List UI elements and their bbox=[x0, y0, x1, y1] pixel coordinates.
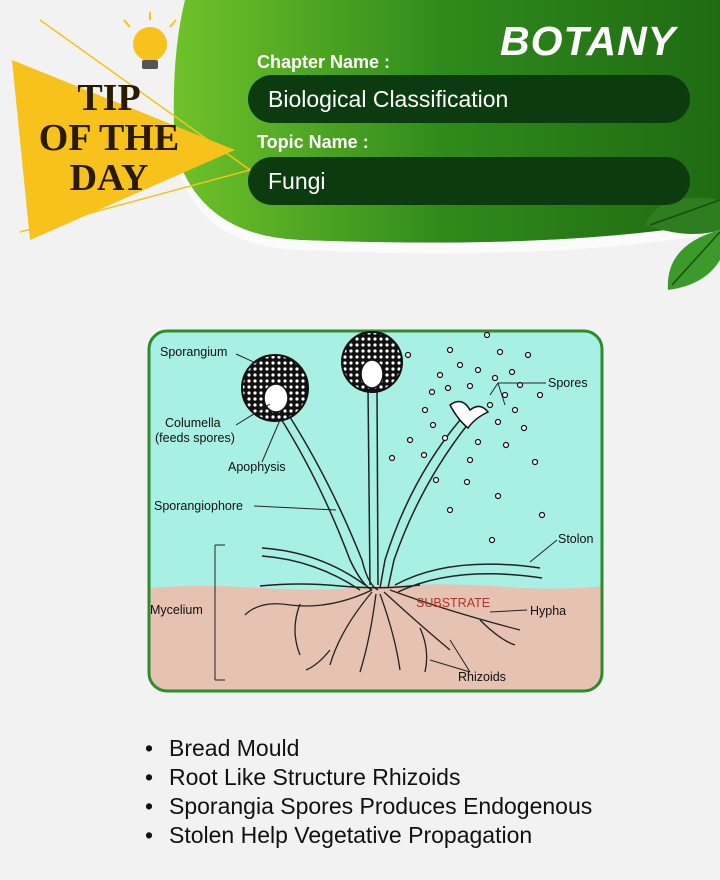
chapter-label: Chapter Name : bbox=[257, 52, 391, 72]
tip-triangle bbox=[12, 60, 235, 240]
list-item: Bread Mould bbox=[169, 734, 592, 763]
chapter-name: Biological Classification bbox=[248, 75, 690, 123]
substrate-region bbox=[149, 584, 602, 691]
label-columella-note: (feeds spores) bbox=[155, 431, 235, 445]
sporangium bbox=[241, 354, 309, 422]
label-apophysis: Apophysis bbox=[228, 460, 286, 474]
tip-line: DAY bbox=[69, 157, 149, 199]
tip-points: Bread Mould Root Like Structure Rhizoids… bbox=[145, 734, 592, 850]
list-item: Sporangia Spores Produces Endogenous bbox=[169, 792, 592, 821]
columella bbox=[263, 383, 289, 413]
list-item: Stolen Help Vegetative Propagation bbox=[169, 821, 592, 850]
sporangium bbox=[341, 331, 403, 393]
label-mycelium: Mycelium bbox=[150, 603, 203, 617]
spores bbox=[388, 331, 546, 544]
tip-line: OF THE bbox=[38, 117, 180, 159]
list-item: Root Like Structure Rhizoids bbox=[169, 763, 592, 792]
label-rhizoids: Rhizoids bbox=[458, 670, 506, 684]
label-spores: Spores bbox=[548, 376, 588, 390]
label-stolon: Stolon bbox=[558, 532, 594, 546]
subject-title: BOTANY bbox=[500, 18, 677, 64]
label-columella: Columella bbox=[165, 416, 221, 430]
label-sporangiophore: Sporangiophore bbox=[154, 499, 243, 513]
topic-label: Topic Name : bbox=[257, 132, 369, 152]
label-hypha: Hypha bbox=[530, 604, 567, 618]
lightbulb-icon bbox=[123, 12, 177, 69]
topic-name: Fungi bbox=[248, 157, 690, 205]
label-sporangium: Sporangium bbox=[160, 345, 228, 359]
leaf-icon bbox=[645, 197, 720, 290]
tip-line: TIP bbox=[77, 77, 141, 119]
tip-of-the-day: TIP OF THE DAY bbox=[24, 78, 194, 198]
label-substrate: SUBSTRATE bbox=[416, 596, 491, 610]
